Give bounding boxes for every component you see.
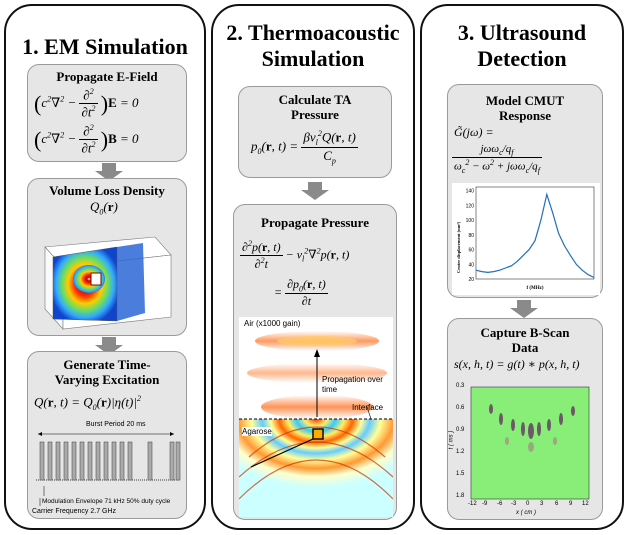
card-title-line1: Generate Time- (63, 357, 151, 372)
wave-equation-line1: ∂2p(r, t)∂2t − vl2∇2p(r, t) (240, 239, 350, 271)
cmut-ytick: 100 (466, 218, 475, 224)
cmut-transfer-function: G̃(jω) = (454, 125, 494, 139)
column-ultrasound: 3. Ultrasound Detection Model CMUT Respo… (420, 4, 624, 530)
column-title: 1. EM Simulation (22, 34, 188, 59)
card-title-line2: Pressure (291, 107, 339, 122)
cmut-ylabel: Center displacement (nm²) (456, 221, 461, 273)
cmut-xlabel: f (MHz) (526, 286, 543, 291)
air-label: Air (x1000 gain) (244, 319, 301, 328)
ta-pressure-equation: p0(r, t) = βvl2Q(r, t)Cp (251, 129, 358, 166)
column-title-line1: 2. Thermoacoustic (226, 20, 400, 45)
card-propagate-efield: Propagate E-Field (c2∇2 − ∂2∂t2 )E = 0 (… (27, 64, 187, 162)
cmut-plot-svg: 140 120 100 80 60 40 20 Center displacement (nm… (456, 186, 595, 291)
modulation-label: Modulation Envelope 71 kHz 50% duty cycl… (42, 498, 171, 505)
cmut-ytick: 40 (468, 262, 474, 268)
propagation-label-line1: Propagation over (322, 375, 383, 384)
flow-arrow (95, 163, 123, 181)
agarose-label: Agarose (242, 427, 272, 436)
cmut-ytick: 60 (468, 248, 474, 254)
column-em-simulation: 1. EM Simulation Propagate E-Field (c2∇2… (4, 4, 206, 530)
card-volume-loss: Volume Loss Density Q0(r) (27, 178, 187, 336)
column-thermoacoustic: 2. Thermoacoustic Simulation Calculate T… (211, 4, 415, 530)
bscan-ylabel: t ( ms ) (448, 430, 455, 450)
volume-loss-heatmap (44, 236, 172, 330)
cmut-plot: 140 120 100 80 60 40 20 Center displacement (nm… (452, 183, 600, 295)
card-title-line1: Calculate TA (278, 92, 352, 107)
bscan-equation: s(x, h, t) = g(t) ∗ p(x, h, t) (454, 357, 580, 371)
cmut-ytick: 140 (466, 189, 475, 195)
card-title: Propagate Pressure (261, 215, 369, 230)
column-title-line2: Detection (477, 46, 567, 71)
card-title-line2: Data (511, 340, 539, 355)
card-calculate-ta: Calculate TA Pressure p0(r, t) = βvl2Q(r… (238, 86, 392, 178)
card-title: Propagate E-Field (56, 69, 158, 84)
column-title-line2: Simulation (261, 46, 365, 71)
flow-arrow (95, 337, 123, 355)
volume-loss-symbol: Q0(r) (90, 199, 118, 217)
cmut-ytick: 120 (466, 203, 475, 209)
cmut-response-line (475, 192, 595, 279)
card-title-line1: Model CMUT (485, 93, 565, 108)
bscan-xlabel: x ( cm ) (516, 510, 536, 516)
bscan-yticks: 0.3 0.6 0.9 1.2 1.5 1.8 (456, 383, 465, 499)
carrier-label: Carrier Frequency 2.7 GHz (32, 508, 117, 515)
propagation-label-line2: time (322, 385, 338, 394)
excitation-equation: Q(r, t) = Q0(r)|η(t)|2 (34, 394, 141, 412)
cmut-ytick: 80 (468, 233, 474, 239)
card-title: Volume Loss Density (49, 183, 165, 198)
bscan-image (470, 386, 590, 500)
bscan-xticks: -12 -9 -6 -3 0 3 6 9 12 (468, 501, 589, 507)
flow-arrow (510, 300, 538, 318)
card-propagate-pressure: Propagate Pressure ∂2p(r, t)∂2t − vl2∇2p… (233, 204, 397, 520)
burst-period-label: Burst Period 20 ms (86, 421, 146, 428)
card-time-varying-excitation: Generate Time- Varying Excitation Q(r, t… (27, 351, 187, 519)
flow-arrow (301, 182, 329, 200)
wave-equation-line2: = ∂p0(r, t)∂t (274, 277, 328, 309)
card-bscan: Capture B-Scan Data s(x, h, t) = g(t) ∗ … (447, 318, 603, 520)
maxwell-b-equation: (c2∇2 − ∂2∂t2 )B = 0 (34, 123, 139, 156)
column-title-line1: 3. Ultrasound (457, 20, 587, 45)
card-title-line2: Response (498, 108, 551, 123)
cmut-plot-frame (475, 186, 595, 280)
cmut-ytick: 20 (468, 277, 474, 283)
interface-label: Interface (352, 403, 384, 412)
card-title-line1: Capture B-Scan (480, 325, 570, 340)
card-title-line2: Varying Excitation (54, 372, 160, 387)
pressure-propagation-image (239, 317, 393, 517)
maxwell-e-equation: (c2∇2 − ∂2∂t2 )E = 0 (34, 87, 139, 120)
excitation-waveform (36, 432, 181, 506)
